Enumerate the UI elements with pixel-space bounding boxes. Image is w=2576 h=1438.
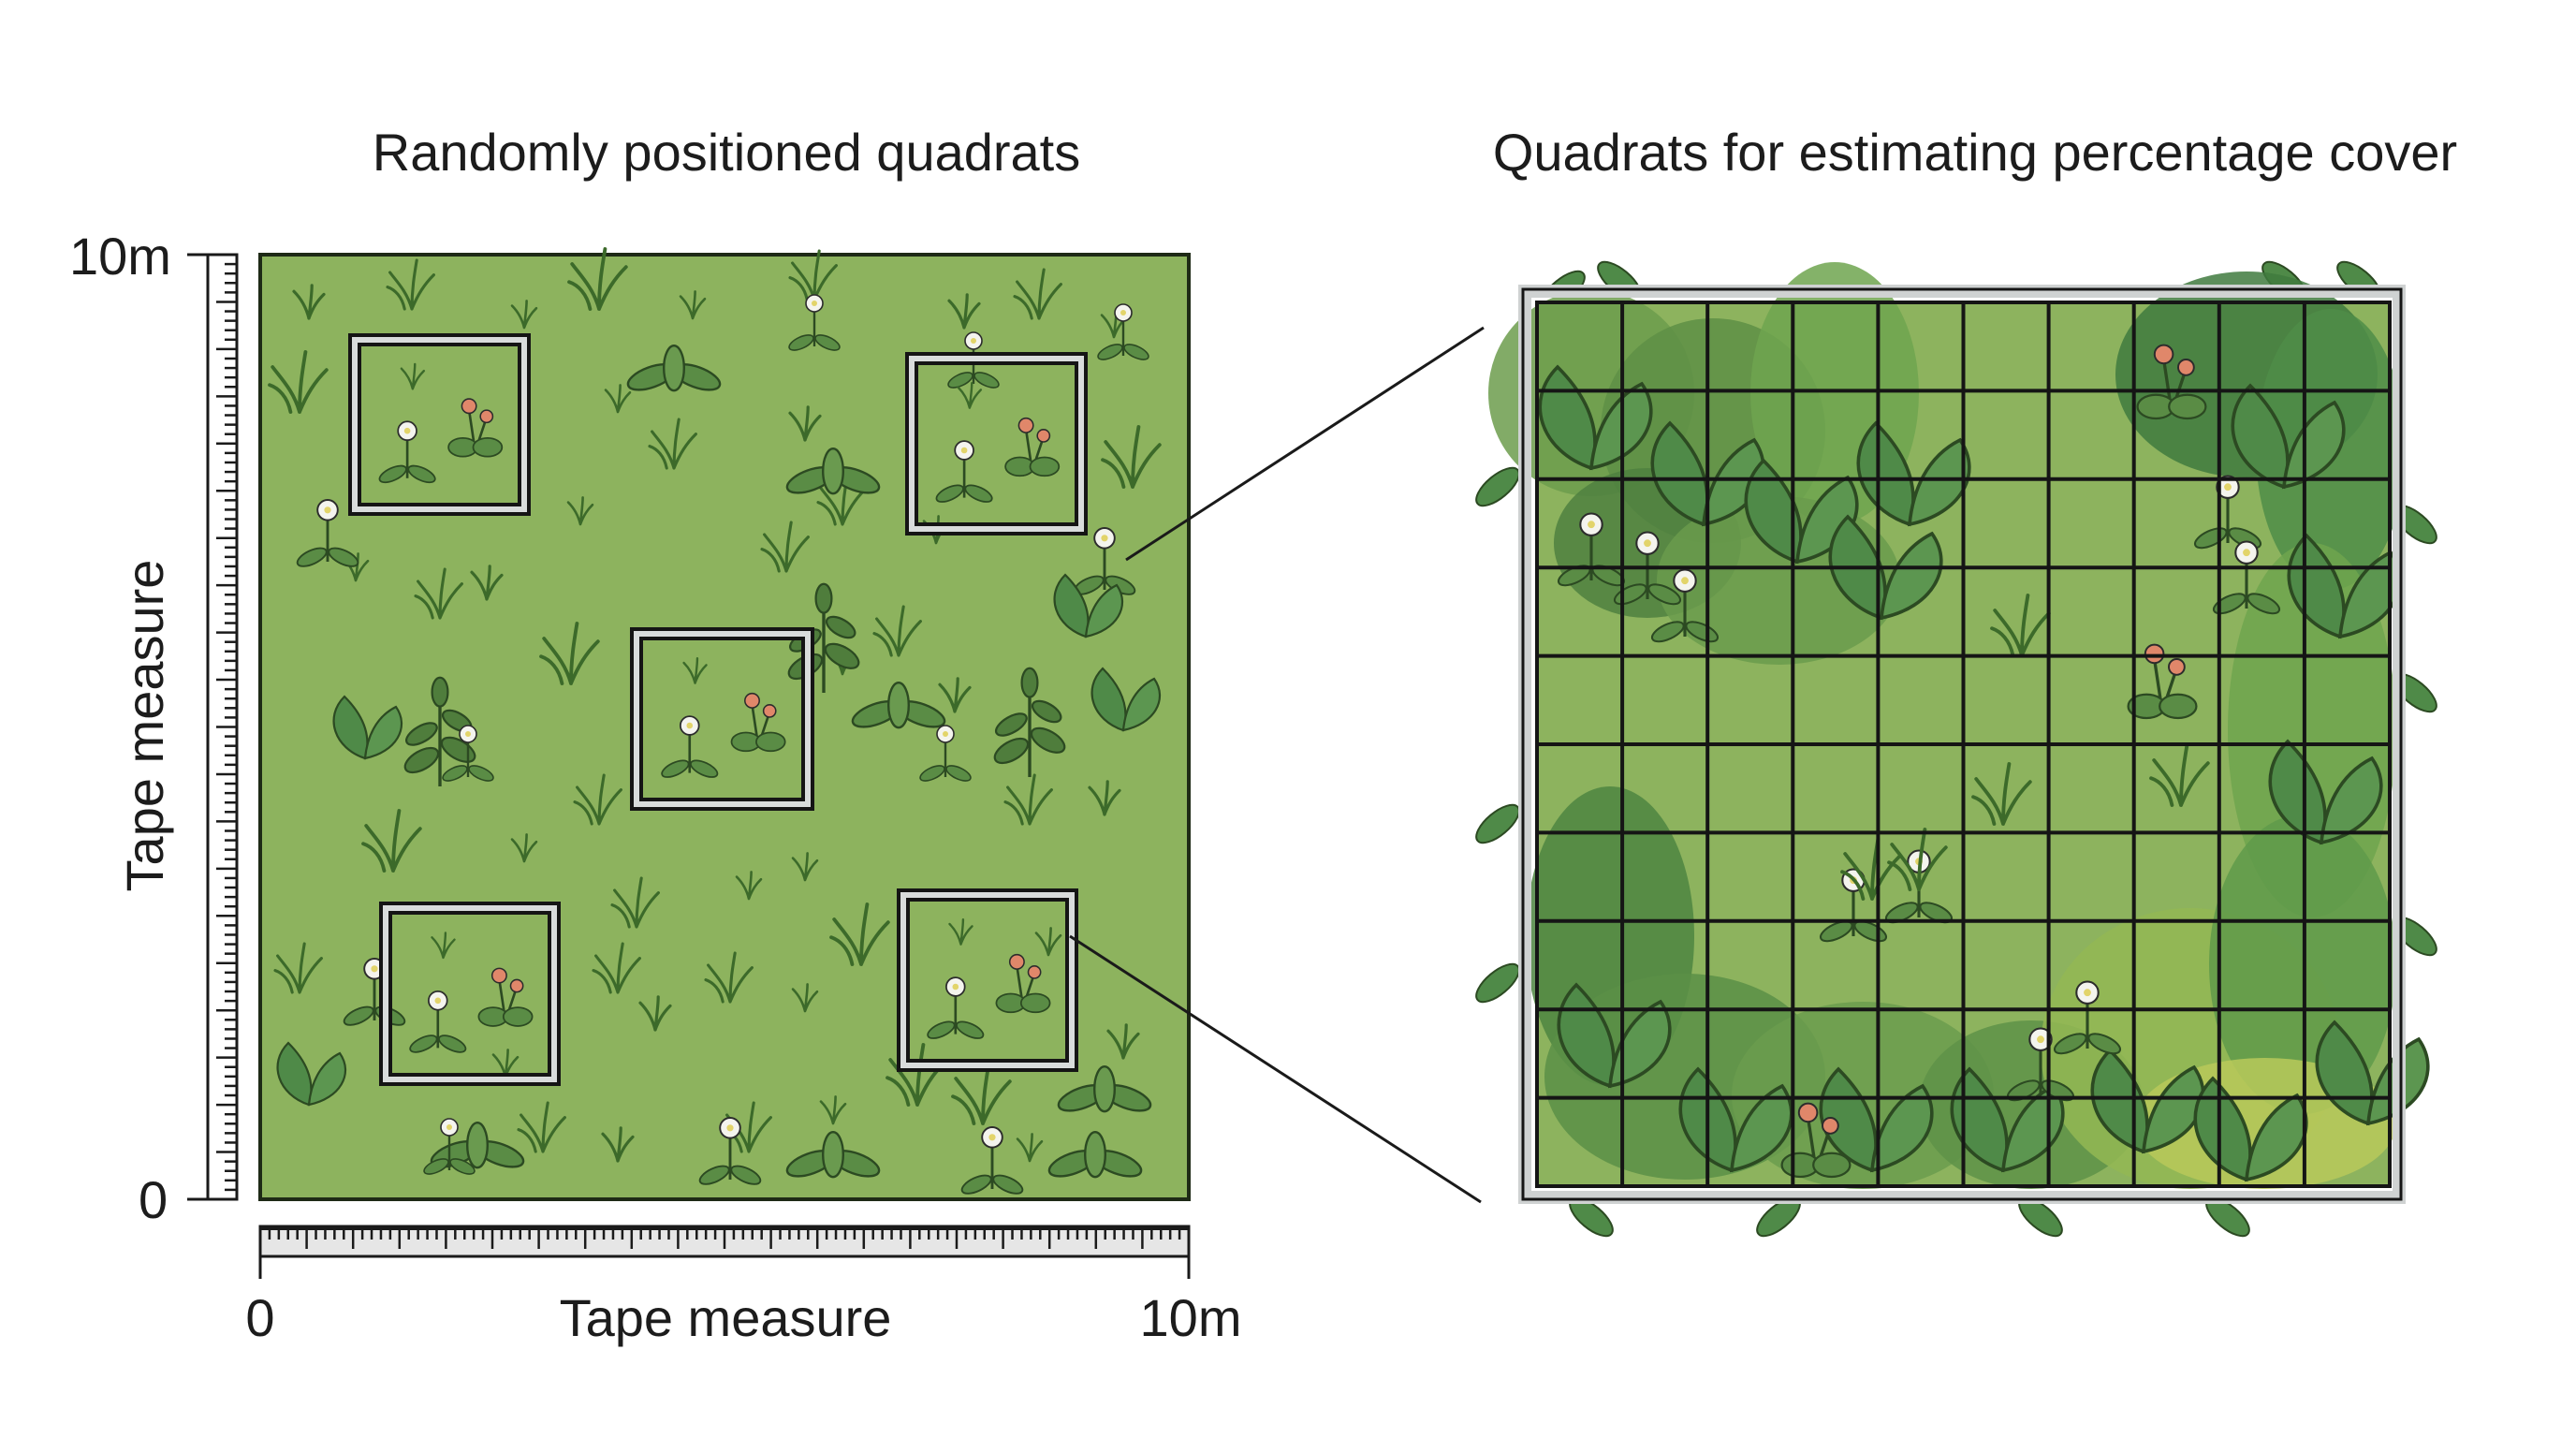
overflow-leaf-icon [1475,803,1520,844]
quadrat-frame-outer [1521,287,2403,1201]
vegetation-patch [1732,1002,1994,1189]
overflow-leaf-icon [1475,466,1520,507]
horizontal-tape-measure [258,1225,1191,1279]
vertical-tape-top-label: 10m [69,227,171,286]
quadrat-top-right [905,352,1088,536]
random-quadrats [348,333,1088,1086]
quadrat-top-left [348,333,531,516]
vertical-tape-bottom-label: 0 [139,1170,168,1229]
horizontal-tape-end-label: 10m [1139,1288,1242,1347]
zoom-connector-upper [1125,326,1485,562]
quadrat-grid [1537,302,2390,1186]
quadrat-center [630,627,814,811]
horizontal-tape-start-label: 0 [245,1288,275,1347]
quadrat-frame-light [1518,285,2406,1204]
percentage-cover-quadrat [1475,260,2437,1238]
vertical-tape-measure [187,253,239,1201]
horizontal-tape-label: Tape measure [559,1288,892,1347]
left-panel-title: Randomly positioned quadrats [372,123,1081,182]
quadrat-bottom-right [897,888,1078,1072]
right-panel-title: Quadrats for estimating percentage cover [1492,123,2458,182]
quadrat-bottom-left [379,902,561,1086]
overflow-leaf-icon [1475,962,1520,1004]
zoom-connector-lower [1069,934,1482,1204]
